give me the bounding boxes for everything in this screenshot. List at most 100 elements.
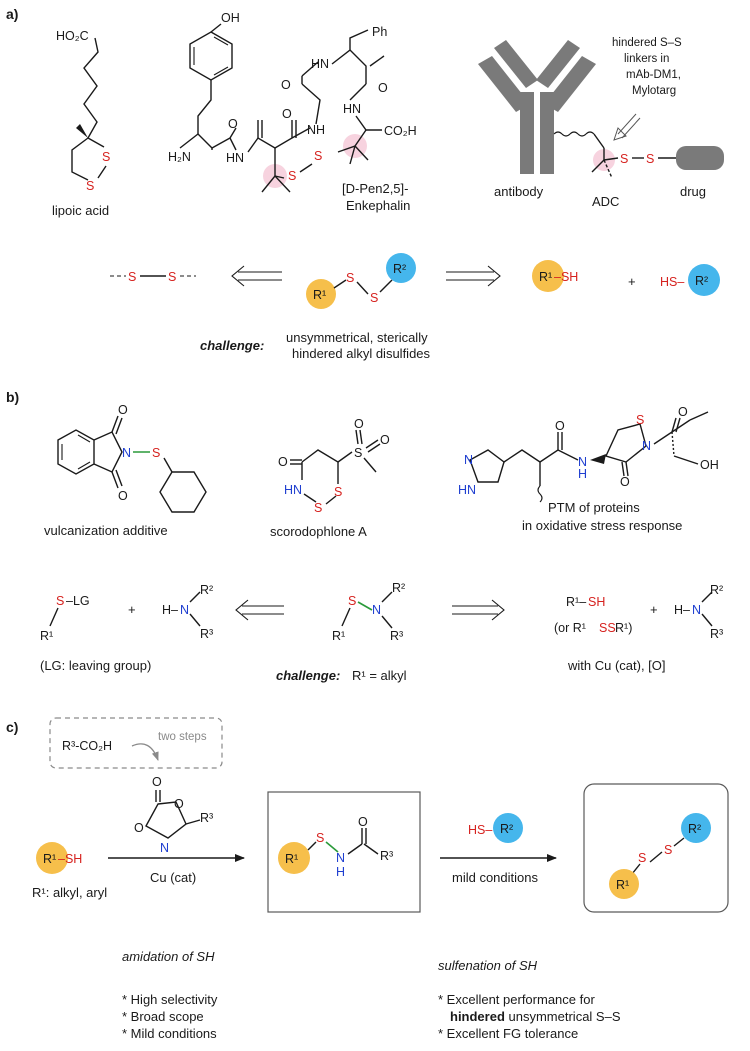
reagent-o2: O <box>174 797 184 811</box>
drug-label: drug <box>680 184 706 199</box>
box-steps: two steps <box>158 731 207 743</box>
lipoic-s2: S <box>86 179 94 193</box>
challenge-b-label: challenge: <box>276 668 340 683</box>
scoro-s1: S <box>314 501 322 515</box>
ptm-structure: N HN O N H S N O O OH PTM of proteins in… <box>458 405 719 533</box>
product-box <box>583 783 729 913</box>
enk-ph: Ph <box>372 25 387 39</box>
step1-title: amidation of SH <box>122 949 215 964</box>
enk-oh: OH <box>221 11 240 25</box>
adc-note-1: hindered S–S <box>612 37 682 49</box>
enk-name-1: [D-Pen2,5]- <box>342 181 408 196</box>
panel-a-label: a) <box>6 6 18 22</box>
enk-nh: NH <box>307 123 325 137</box>
retro-b-n2: N <box>692 603 701 617</box>
challenge-a-label: challenge: <box>200 338 264 353</box>
retro-b-rsh-sh: SH <box>588 595 605 609</box>
inter-r3: R³ <box>380 849 393 863</box>
retro-b-lg: –LG <box>66 594 90 608</box>
step2-title: sulfenation of SH <box>438 958 538 973</box>
ptm-hn: HN <box>458 483 476 497</box>
ptm-h: H <box>578 467 587 481</box>
reagent-o3: O <box>134 821 144 835</box>
panel-c-label: c) <box>6 719 18 735</box>
step1-point-2: * Broad scope <box>122 1009 204 1024</box>
retro-b-h: H– <box>162 603 178 617</box>
box-acid: R³-CO₂H <box>62 739 112 753</box>
ptm-n2: N <box>642 439 651 453</box>
retro-a-rs1: S <box>346 271 354 285</box>
retro-b-cr3: R³ <box>390 629 403 643</box>
vulc-o1: O <box>118 403 128 417</box>
prod-r2: R² <box>688 822 701 836</box>
adc-note-2: linkers in <box>624 53 669 65</box>
retro-b-conditions: with Cu (cat), [O] <box>567 658 666 673</box>
panel-b-retrosynthesis: S –LG R¹ + H– N R² R³ (LG: leaving group… <box>40 581 723 673</box>
vulc-o2: O <box>118 489 128 503</box>
vulc-n: N <box>122 446 131 460</box>
retro-a-rs2: S <box>370 291 378 305</box>
retro-a-r2: R² <box>393 262 406 276</box>
inter-o: O <box>358 815 368 829</box>
ptm-label-1: PTM of proteins <box>548 500 640 515</box>
retro-b-s: S <box>56 594 64 608</box>
scoro-label: scorodophlone A <box>270 524 367 539</box>
prod-s1: S <box>638 851 646 865</box>
ptm-label-2: in oxidative stress response <box>522 518 682 533</box>
ptm-o1: O <box>555 419 565 433</box>
step2-hindered: hindered <box>450 1009 505 1024</box>
retro-a-s2: S <box>168 270 176 284</box>
challenge-a-text-2: hindered alkyl disulfides <box>292 346 431 361</box>
adc-label: ADC <box>592 194 619 209</box>
scoro-o3: O <box>380 433 390 447</box>
retro-b-h2: H– <box>674 603 690 617</box>
ptm-o3: O <box>678 405 688 419</box>
retro-b-r3b: R³ <box>710 627 723 641</box>
scoro-s3: S <box>354 446 362 460</box>
retro-b-lg-note: (LG: leaving group) <box>40 658 151 673</box>
enk-hn3: HN <box>343 102 361 116</box>
retro-a-plus: + <box>628 274 636 289</box>
mild-label: mild conditions <box>452 870 538 885</box>
retro-b-r2: R² <box>200 583 213 597</box>
r1-circle <box>306 279 336 309</box>
antibody-icon <box>478 40 596 174</box>
retro-b-rsh-r: R¹– <box>566 595 586 609</box>
step2-r2-circle <box>493 813 523 843</box>
enkephalin-structure: OH H₂N O HN O NH O HN Ph O HN CO₂H <box>168 11 417 213</box>
retro-b-r2b: R² <box>710 583 723 597</box>
retro-b-r1: R¹ <box>40 629 53 643</box>
inter-n: N <box>336 851 345 865</box>
retro-b-n: N <box>180 603 189 617</box>
intermediate-structure: R¹ S N H O R³ <box>278 815 393 879</box>
scoro-hn: HN <box>284 483 302 497</box>
retro-b-cr2: R² <box>392 581 405 595</box>
inter-h: H <box>336 865 345 879</box>
start-r1-circle <box>36 842 68 874</box>
prod-r1: R¹ <box>616 878 629 892</box>
ptm-n1: N <box>464 453 473 467</box>
retro-arrow-right <box>446 265 501 287</box>
step2-point-2: * Excellent FG tolerance <box>438 1026 578 1041</box>
ptm-o2: O <box>620 475 630 489</box>
enk-co2h: CO₂H <box>384 124 417 138</box>
catalyst-label: Cu (cat) <box>150 870 196 885</box>
step2-point-1b: hindered unsymmetrical S–S <box>450 1009 621 1024</box>
retro-b-or-ss: SS <box>599 621 616 635</box>
retro-a-r1: R¹ <box>313 288 326 302</box>
adc-note-4: Mylotarg <box>632 85 676 97</box>
step1-point-3: * Mild conditions <box>122 1026 217 1041</box>
adc-s1: S <box>620 152 628 166</box>
enk-o1: O <box>228 117 238 131</box>
lipoic-acid-structure: HO₂C S S lipoic acid <box>52 29 110 218</box>
step2-hs: HS– <box>468 823 492 837</box>
ptm-nh: N <box>578 455 587 469</box>
reagent-o1: O <box>152 775 162 789</box>
enk-s1: S <box>314 149 322 163</box>
adc-note-3: mAb-DM1, <box>626 69 681 81</box>
scorodophlone-structure: O HN S S S O O scorodophlone A <box>270 417 390 539</box>
retro-a-s1: S <box>128 270 136 284</box>
vulc-s: S <box>152 446 160 460</box>
scoro-s2: S <box>334 485 342 499</box>
